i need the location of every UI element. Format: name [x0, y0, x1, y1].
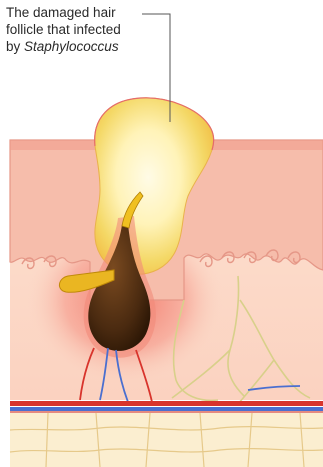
label-line-2: follicle that infected [6, 21, 121, 38]
main-artery [10, 401, 323, 406]
label-line-3: by Staphylococcus [6, 38, 121, 55]
follicle-label: The damaged hair follicle that infected … [6, 4, 121, 55]
label-bacterium-name: Staphylococcus [24, 39, 119, 54]
label-line-3-prefix: by [6, 39, 24, 54]
label-line-1: The damaged hair [6, 4, 121, 21]
vessel-sheath [10, 411, 323, 413]
subcutaneous-fat [10, 413, 323, 467]
main-vein [10, 407, 323, 411]
